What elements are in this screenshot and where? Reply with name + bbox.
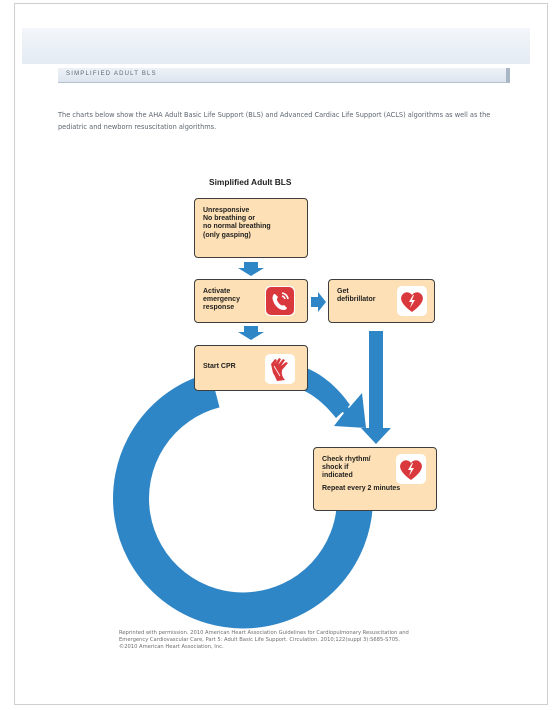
unresponsive-line-3: no normal breathing <box>203 223 271 231</box>
unresponsive-line-1: Unresponsive <box>203 207 250 214</box>
section-header-bar <box>58 68 510 83</box>
check-repeat: Repeat every 2 minutes <box>322 484 401 492</box>
credit-line-3: ©2010 American Heart Association, Inc. <box>119 644 224 650</box>
arrow-down-2 <box>238 326 264 340</box>
defibrillator-heart-icon <box>396 454 426 484</box>
cycle-arrow-ring <box>113 372 373 629</box>
arrow-down-long <box>361 331 391 444</box>
activate-line-3: response <box>203 304 235 312</box>
credit-line-1: Reprinted with permission. 2010 American… <box>119 630 409 636</box>
step-activate: Activate emergency response <box>194 279 308 323</box>
check-line-2: shock if <box>322 464 349 472</box>
defibrillator-line-2: defibrillator <box>337 296 376 304</box>
arrow-down-1 <box>238 262 264 276</box>
check-line-3: indicated <box>322 472 353 480</box>
intro-paragraph: The charts below show the AHA Adult Basi… <box>58 111 491 131</box>
credit-line-2: Emergency Cardiovascular Care, Part 5: A… <box>119 637 400 643</box>
credit-text: Reprinted with permission. 2010 American… <box>119 630 449 651</box>
phone-icon <box>265 286 295 316</box>
unresponsive-line-4: (only gasping) <box>203 231 251 239</box>
step-check-rhythm: Check rhythm/ shock if indicated Repeat … <box>313 447 437 511</box>
step-unresponsive: Unresponsive No breathing or no normal b… <box>194 198 308 258</box>
arrow-right <box>311 292 326 312</box>
cycle-text-left: Push Hard <box>159 491 226 549</box>
defibrillator-line-1: Get <box>337 288 349 295</box>
cycle-text-right: Push Fast <box>243 520 316 554</box>
section-title: SIMPLIFIED ADULT BLS <box>66 71 157 77</box>
unresponsive-line-2: No breathing or <box>203 215 256 223</box>
cpr-hands-icon <box>265 354 295 384</box>
activate-line-1: Activate <box>203 288 231 295</box>
diagram-title: Simplified Adult BLS <box>209 177 292 187</box>
activate-line-2: emergency <box>203 296 240 304</box>
check-line-1: Check rhythm/ <box>322 456 371 463</box>
step-defibrillator: Get defibrillator <box>328 279 435 323</box>
cpr-line-1: Start CPR <box>203 363 236 370</box>
defibrillator-heart-icon <box>397 286 427 316</box>
step-cpr: Start CPR <box>194 345 308 391</box>
cycle-text: Push Hard • Push Fast <box>159 491 315 554</box>
cycle-text-separator: • <box>229 535 238 552</box>
header-band <box>22 28 530 64</box>
